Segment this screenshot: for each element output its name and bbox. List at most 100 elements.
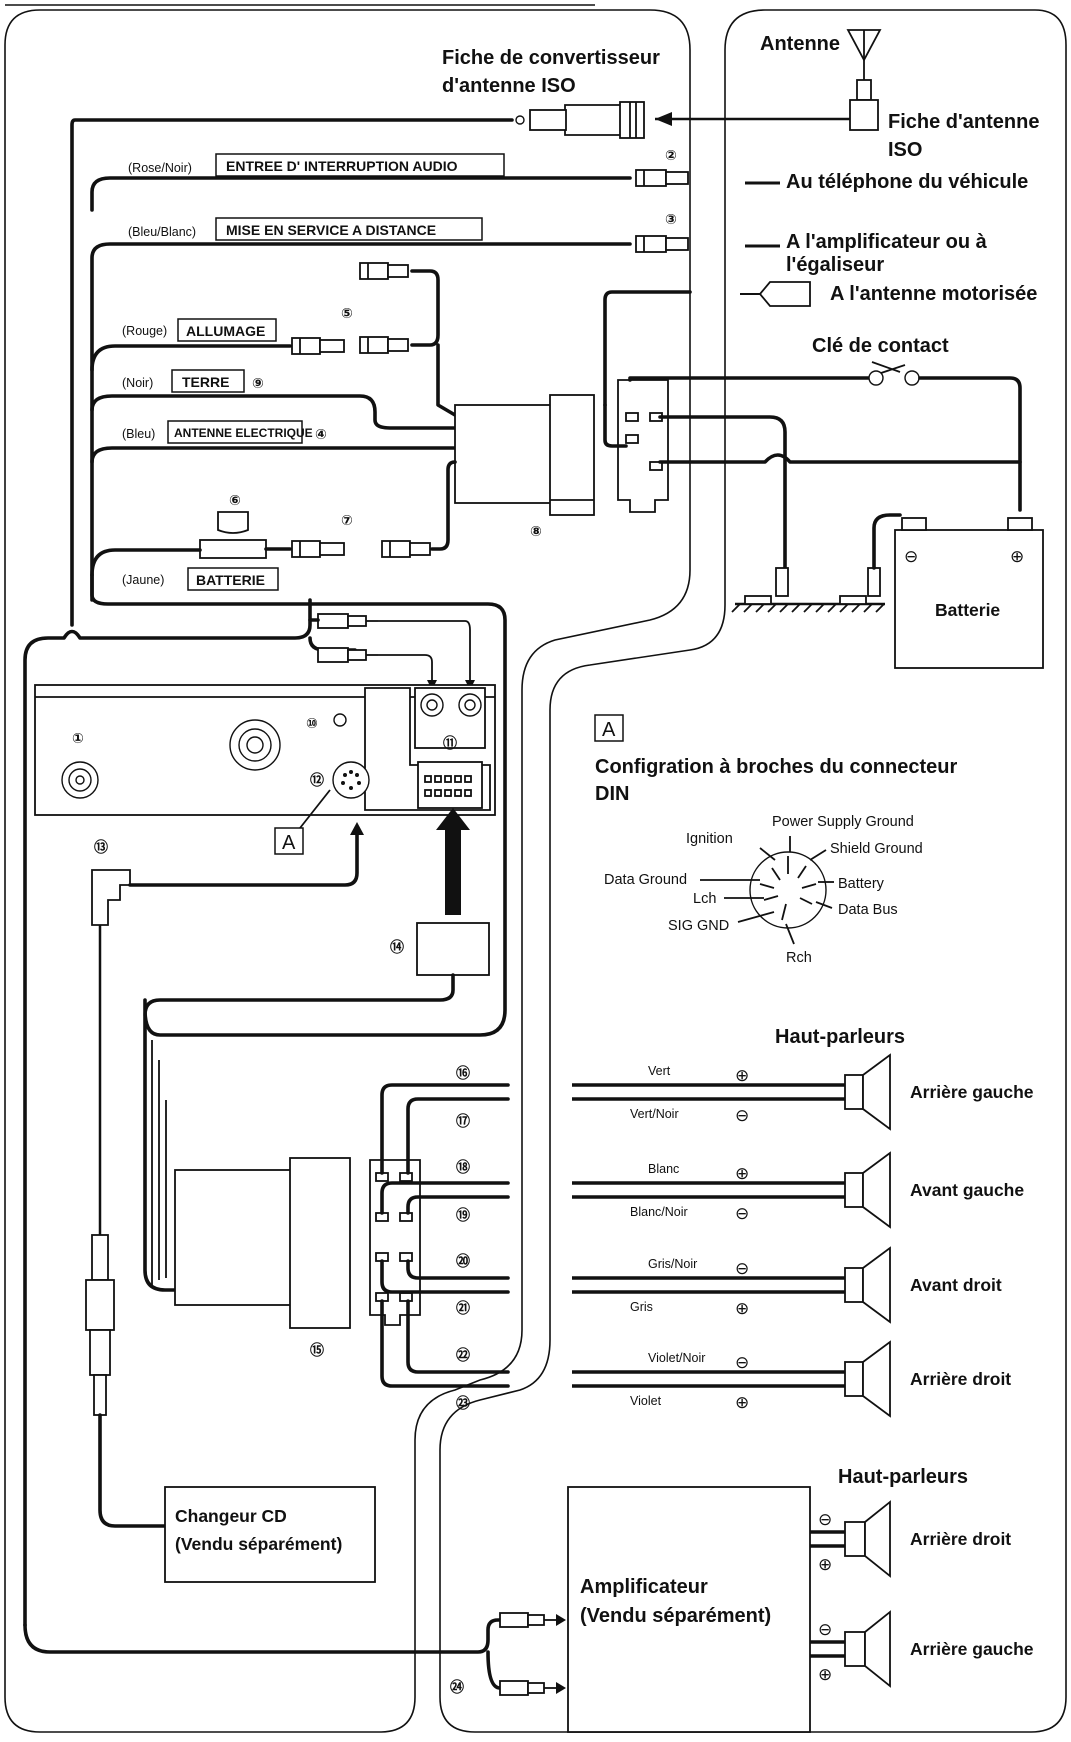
speakers-title: Haut-parleurs: [775, 1026, 905, 1048]
speaker-plug-mid: [289, 1157, 351, 1329]
key-contact-right: [904, 370, 920, 386]
num-9: ⑨: [252, 375, 264, 391]
battery-plus: ⊕: [1010, 547, 1024, 566]
speaker-sign-b: ⊖: [735, 1106, 749, 1125]
amp-rca-lower-arrow: [556, 1682, 566, 1694]
pin-lead-shield: [809, 849, 827, 861]
speaker-cone: [862, 1053, 891, 1131]
antenna-icon: [846, 29, 882, 131]
pin-lead-bus: [815, 901, 833, 909]
battery-label-right: Batterie: [935, 600, 1000, 620]
num-6: ⑥: [229, 492, 241, 508]
num-12: ⑫: [310, 772, 324, 788]
speaker-cone: [862, 1151, 891, 1229]
remote-fuse-holder: [635, 235, 689, 253]
speaker-wire-color-a: Gris/Noir: [648, 1257, 697, 1271]
battery-wire-c: [430, 460, 457, 551]
din-connector-pins: [759, 856, 817, 921]
amplifier-box: [567, 1486, 811, 1733]
din-marker-box: [594, 714, 624, 742]
power-antenna-label: ANTENNE ELECTRIQUE: [174, 426, 313, 440]
battery-color: (Jaune): [122, 573, 164, 587]
iso-converter-title-2: d'antenne ISO: [442, 75, 576, 97]
remote-box: [215, 217, 483, 241]
audio-interrupt-color: (Rose/Noir): [128, 161, 192, 175]
amp-rl-minus: ⊖: [818, 1620, 832, 1639]
pin-lead-sig: [737, 911, 775, 923]
rca-jack-right-core: [464, 699, 476, 711]
harness-loop-wire: [90, 573, 507, 1037]
remote-wire: [90, 242, 632, 602]
adapter-harness-wire: [143, 973, 455, 1292]
power-antenna-lead-wire: [603, 290, 692, 407]
remote-color: (Bleu/Blanc): [128, 225, 196, 239]
ignition-top-fuse-holder: [359, 262, 409, 280]
pin-battery: Battery: [838, 876, 885, 892]
speaker-magnet: [844, 1172, 864, 1208]
battery-fuse-body: [199, 539, 267, 559]
cd-changer-label-1: Changeur CD: [175, 1506, 287, 1526]
right-panel-frame: [439, 9, 1067, 1733]
pin-data-ground: Data Ground: [604, 872, 687, 888]
spk-wire-23: [380, 1299, 510, 1388]
spk-wire-19: [406, 1195, 510, 1215]
num-2: ②: [665, 147, 677, 163]
num-5: ⑤: [341, 305, 353, 321]
audio-interrupt-wire: [90, 176, 632, 212]
ground-screw: [333, 713, 347, 727]
pin-lead-rch: [785, 923, 795, 945]
mounting-boss-core: [246, 736, 264, 754]
num-23: ㉓: [456, 1395, 470, 1411]
ground-box: [171, 369, 245, 393]
rca-jack-left-core: [426, 699, 438, 711]
num-11: ⑪: [443, 735, 457, 751]
speaker-sign-a: ⊕: [735, 1066, 749, 1085]
iso-pin-4: [649, 461, 663, 471]
battery-ground-wire: [872, 513, 902, 570]
num-21: ㉑: [456, 1300, 470, 1316]
iso-pin-3: [625, 434, 639, 444]
speaker-sign-a: ⊕: [735, 1164, 749, 1183]
pin-lch: Lch: [693, 891, 716, 907]
num-18: ⑱: [456, 1159, 470, 1175]
speaker-wire-color-a: Violet/Noir: [648, 1351, 705, 1365]
amp-rl-plus: ⊕: [818, 1665, 832, 1684]
battery-label: BATTERIE: [196, 572, 265, 588]
iso-socket: [417, 761, 483, 809]
din-socket-pins: [341, 770, 361, 790]
to-amp-label-2: l'égaliseur: [786, 254, 884, 276]
amplifier-label-1: Amplificateur: [580, 1576, 708, 1598]
power-antenna-box: [167, 420, 303, 444]
spk-wire-21: [380, 1259, 510, 1294]
main-left-wire: [23, 598, 312, 1627]
battery-lead-wire: [658, 453, 1022, 464]
amp-feed-wire: [23, 1618, 502, 1654]
to-amp-label-1: A l'amplificateur ou à: [786, 231, 988, 253]
din-plug: [91, 869, 131, 926]
iso-antenna-plug-1: Fiche d'antenne: [888, 111, 1039, 133]
num-17: ⑰: [456, 1113, 470, 1129]
speaker-wire-color-b: Vert/Noir: [630, 1107, 679, 1121]
ignition-box: [177, 318, 277, 342]
amp-speakers-title: Haut-parleurs: [838, 1466, 968, 1488]
power-antenna-wire: [90, 446, 457, 464]
ignition-wire: [90, 344, 292, 372]
din-cable: [128, 833, 359, 887]
iso-pin-1: [625, 412, 639, 422]
pin-sig-gnd: SIG GND: [668, 918, 729, 934]
num-14: ⑭: [390, 939, 404, 955]
pin-rch: Rch: [786, 950, 812, 966]
speaker-sign-b: ⊕: [735, 1299, 749, 1318]
battery-inline-fuse: [291, 540, 345, 558]
num-8: ⑧: [530, 523, 542, 539]
iso-converter-plug: [529, 101, 645, 139]
cd-changer-plug: [85, 1234, 115, 1416]
speaker-sign-b: ⊖: [735, 1204, 749, 1223]
speaker-plug-left: [174, 1169, 296, 1306]
ground-color: (Noir): [122, 376, 153, 390]
pin-data-bus: Data Bus: [838, 902, 898, 918]
iso-arrow-head: [655, 112, 672, 126]
battery-wire-a: [90, 548, 202, 577]
pin-shield-ground: Shield Ground: [830, 841, 923, 857]
speaker-position-label: Arrière gauche: [910, 1082, 1034, 1102]
